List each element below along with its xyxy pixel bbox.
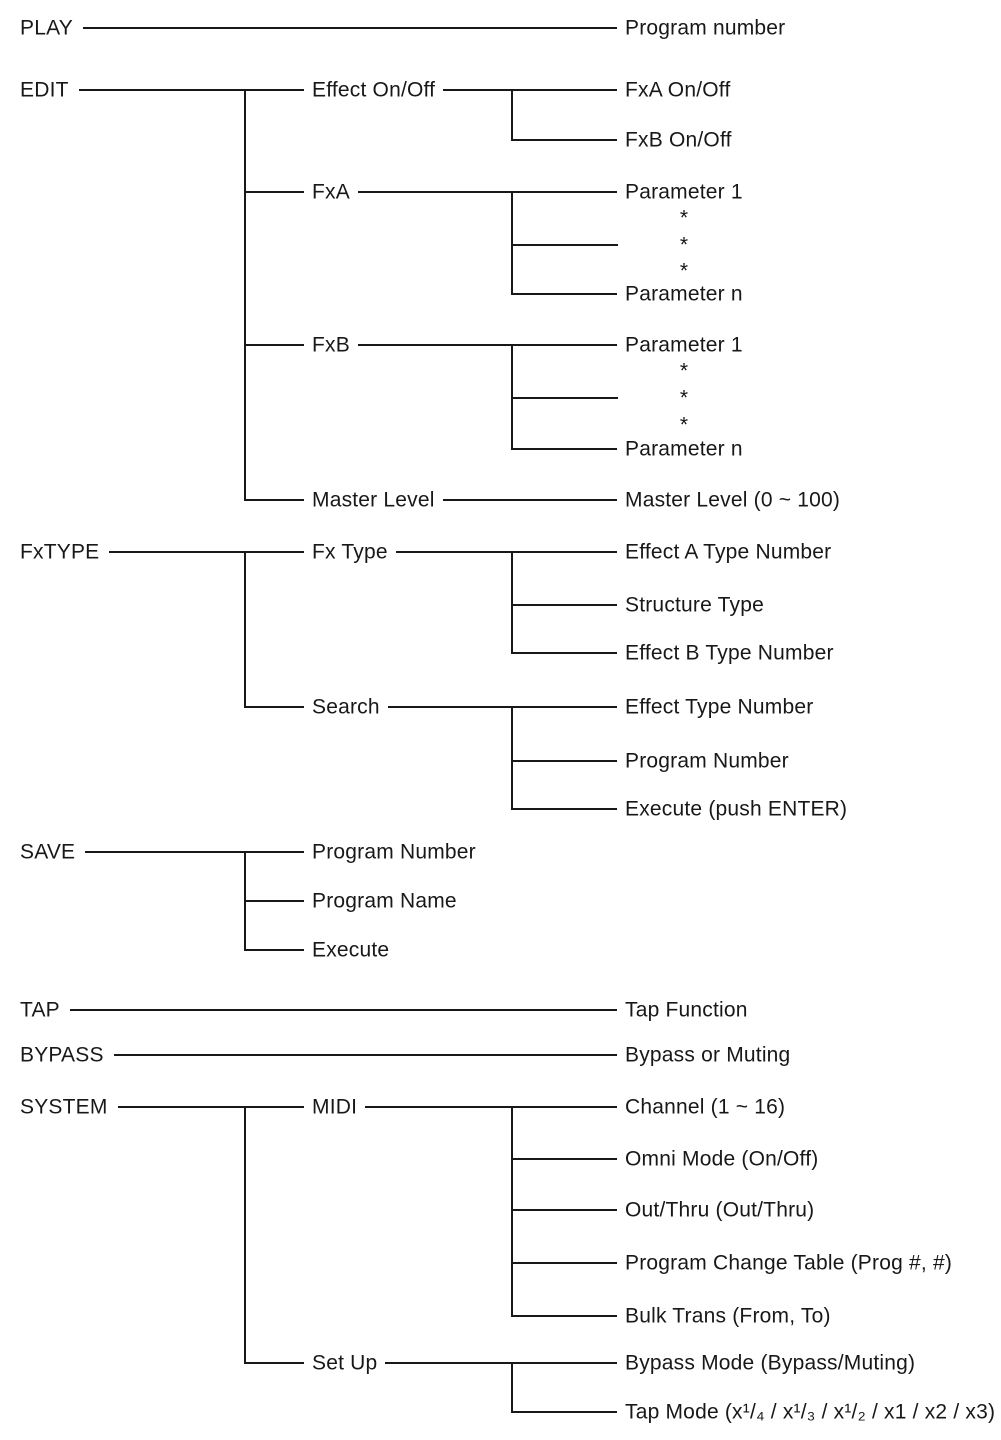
node-label-fxtype: FxTYPE [20,539,110,565]
connector-vertical-save-trunk [244,851,246,951]
ellipsis-asterisk-fxa-ellipsis-1: * [679,206,689,230]
node-label-fxa-parameter-1: Parameter 1 [617,179,751,205]
node-label-midi: MIDI [304,1094,366,1120]
connector-vertical-system-trunk [244,1106,246,1364]
connector-vertical-search-trunk [511,706,513,810]
connector-horizontal [24,851,340,853]
connector-horizontal [245,191,618,193]
node-label-search: Search [304,694,388,720]
node-label-omni-mode: Omni Mode (On/Off) [617,1146,827,1172]
node-label-tap-mode: Tap Mode (x¹/₄ / x¹/₃ / x¹/₂ / x1 / x2 /… [617,1399,1001,1425]
connector-horizontal [512,1315,618,1317]
node-label-structure-type: Structure Type [617,592,772,618]
node-label-search-program-number: Program Number [617,748,797,774]
node-label-search-execute: Execute (push ENTER) [617,796,856,822]
connector-horizontal [512,1158,618,1160]
connector-horizontal [512,397,618,399]
ellipsis-asterisk-fxb-ellipsis-3: * [679,413,689,437]
node-label-effect-a-type-number: Effect A Type Number [617,539,840,565]
connector-vertical-fxtype-trunk [244,551,246,708]
connector-horizontal [512,1209,618,1211]
connector-horizontal [512,1411,618,1413]
ellipsis-asterisk-fxb-ellipsis-2: * [679,386,689,410]
connector-horizontal [512,293,618,295]
node-label-bulk-trans: Bulk Trans (From, To) [617,1303,839,1329]
connector-horizontal [512,604,618,606]
node-label-play: PLAY [20,15,83,41]
node-label-midi-channel: Channel (1 ~ 16) [617,1094,794,1120]
connector-horizontal [512,448,618,450]
connector-horizontal [24,1009,618,1011]
node-label-fxa-on-off: FxA On/Off [617,77,739,103]
connector-vertical-fxa-trunk [511,191,513,295]
node-label-save-program-number: Program Number [304,839,484,865]
connector-horizontal [512,244,618,246]
node-label-effect-type-number: Effect Type Number [617,694,822,720]
connector-horizontal [245,1362,618,1364]
ellipsis-asterisk-fxa-ellipsis-3: * [679,259,689,283]
connector-horizontal [245,900,340,902]
connector-horizontal [24,27,618,29]
connector-vertical-fxb-trunk [511,344,513,450]
ellipsis-asterisk-fxa-ellipsis-2: * [679,233,689,257]
connector-horizontal [512,760,618,762]
node-label-fxb: FxB [304,332,358,358]
node-label-fxb-parameter-1: Parameter 1 [617,332,751,358]
node-label-fxb-parameter-n: Parameter n [617,436,751,462]
connector-vertical-edit-trunk [244,89,246,501]
connector-horizontal [245,706,618,708]
node-label-tap-function: Tap Function [617,997,756,1023]
node-label-tap: TAP [20,997,70,1023]
connector-horizontal [245,344,618,346]
node-label-fxb-on-off: FxB On/Off [617,127,740,153]
connector-horizontal [512,139,618,141]
node-label-save-program-name: Program Name [304,888,465,914]
connector-horizontal [245,949,340,951]
ellipsis-asterisk-fxb-ellipsis-1: * [679,359,689,383]
node-label-fxa-parameter-n: Parameter n [617,281,751,307]
node-label-save-execute: Execute [304,937,398,963]
node-label-bypass-or-muting: Bypass or Muting [617,1042,799,1068]
node-label-master-level-range: Master Level (0 ~ 100) [617,487,849,513]
connector-vertical-midi-trunk [511,1106,513,1317]
node-label-out-thru: Out/Thru (Out/Thru) [617,1197,823,1223]
connector-horizontal [512,1262,618,1264]
connector-horizontal [512,808,618,810]
connector-vertical-fx-type-trunk [511,551,513,654]
connector-horizontal [24,1054,618,1056]
node-label-effect-on-off: Effect On/Off [304,77,444,103]
node-label-bypass-mode: Bypass Mode (Bypass/Muting) [617,1350,924,1376]
connector-horizontal [512,652,618,654]
node-label-save: SAVE [20,839,86,865]
node-label-set-up: Set Up [304,1350,386,1376]
node-label-fx-type: Fx Type [304,539,396,565]
node-label-system: SYSTEM [20,1094,118,1120]
node-label-fxa: FxA [304,179,358,205]
connector-vertical-effect-on-off-trunk [511,89,513,141]
node-label-master-level: Master Level [304,487,443,513]
node-label-edit: EDIT [20,77,79,103]
node-label-play-program-number: Program number [617,15,794,41]
node-label-bypass: BYPASS [20,1042,114,1068]
node-label-effect-b-type-number: Effect B Type Number [617,640,842,666]
node-label-program-change-table: Program Change Table (Prog #, #) [617,1250,961,1276]
connector-vertical-set-up-trunk [511,1362,513,1413]
